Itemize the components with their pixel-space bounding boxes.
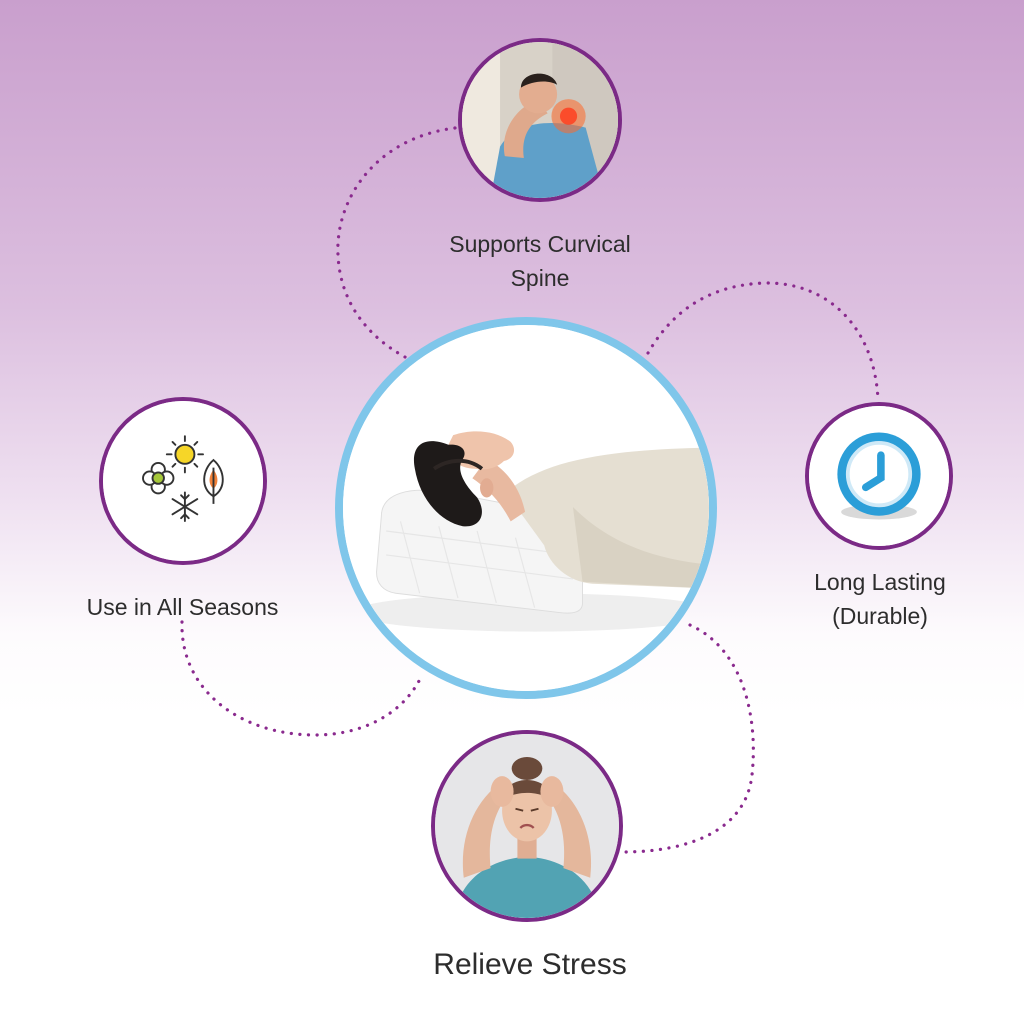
stress-label-text: Relieve Stress <box>433 948 627 981</box>
connector-seasons <box>180 620 424 737</box>
seasons-label: Use in All Seasons <box>40 590 325 624</box>
connector-durable <box>646 281 880 402</box>
cervical-label-line2: Spine <box>510 265 570 291</box>
stress-relief-label: Relieve Stress <box>380 945 680 985</box>
cervical-support-label: Supports Curvical Spine <box>400 227 680 295</box>
center-pillow-circle <box>335 317 717 699</box>
seasons-label-text: Use in All Seasons <box>86 594 279 620</box>
neck-pain-icon <box>462 42 618 198</box>
durable-label: Long Lasting (Durable) <box>780 565 980 633</box>
connector-stress <box>620 623 755 854</box>
durable-circle <box>805 402 953 550</box>
stress-relief-circle <box>431 730 623 922</box>
connector-cervical <box>336 126 457 359</box>
woman-on-pillow-image <box>343 325 709 691</box>
durable-label-line1: Long Lasting <box>814 569 946 595</box>
clock-icon <box>809 406 949 546</box>
durable-label-line2: (Durable) <box>832 603 928 629</box>
stressed-woman-icon <box>435 734 619 918</box>
cervical-support-circle <box>458 38 622 202</box>
four-seasons-icon <box>103 401 263 561</box>
cervical-label-line1: Supports Curvical <box>449 231 631 257</box>
seasons-circle <box>99 397 267 565</box>
